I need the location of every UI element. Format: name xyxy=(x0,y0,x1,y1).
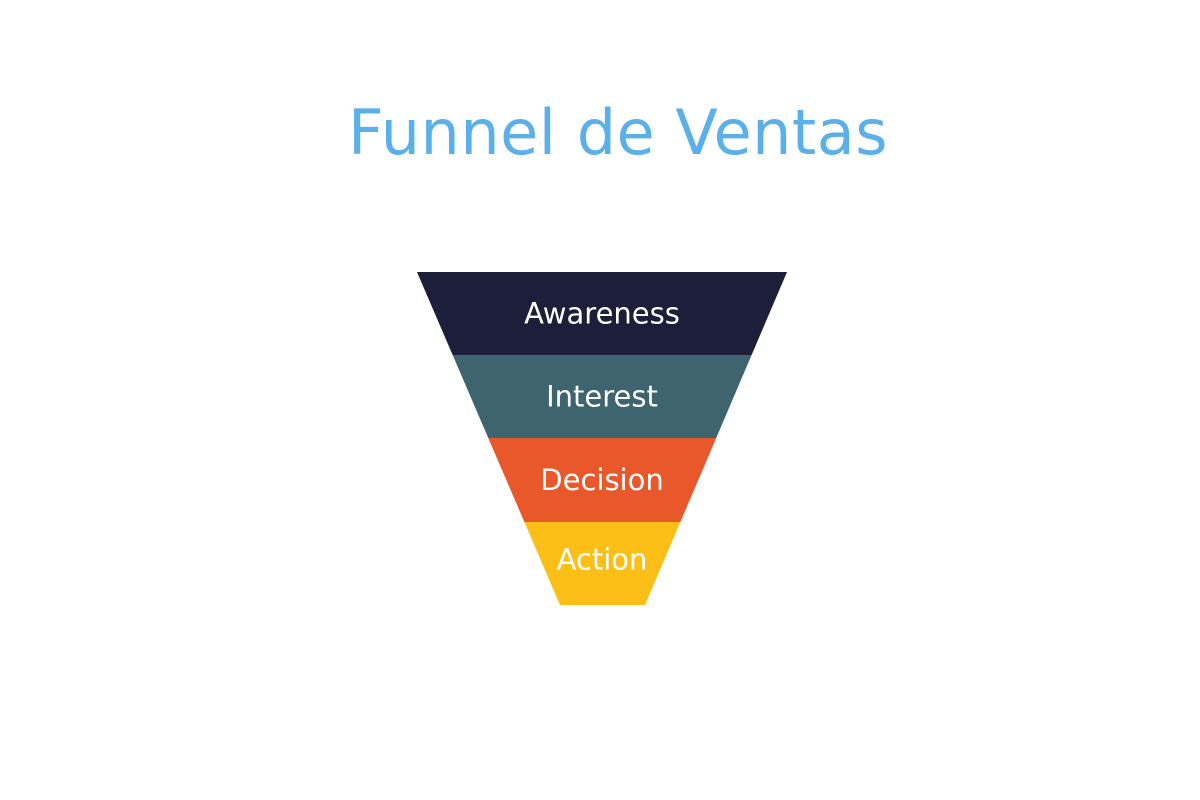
funnel-stage-label: Awareness xyxy=(524,297,680,331)
funnel-stage-label: Interest xyxy=(546,380,658,414)
funnel-stage-action xyxy=(524,522,681,605)
funnel-stage-label: Action xyxy=(557,543,648,577)
funnel-stage-interest xyxy=(452,355,752,438)
funnel-stage-awareness xyxy=(417,272,787,355)
funnel-stage-label: Decision xyxy=(540,463,663,497)
funnel-stage-decision xyxy=(488,438,717,522)
page-title: Funnel de Ventas xyxy=(347,96,889,169)
